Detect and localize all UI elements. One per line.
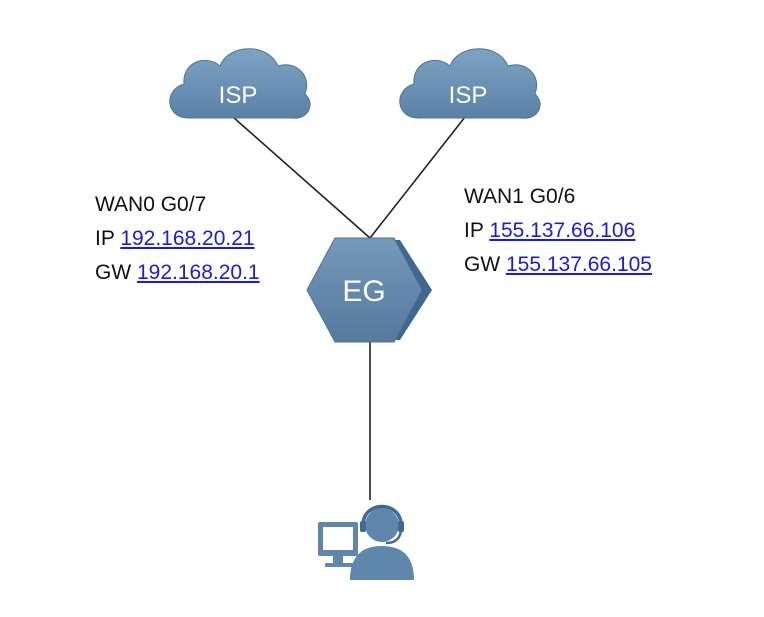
cloud-icon xyxy=(169,48,311,119)
isp-left-label: ISP xyxy=(219,82,258,109)
wan0-info: WAN0 G0/7 IP 192.168.20.21 GW 192.168.20… xyxy=(95,188,260,290)
wan0-gw-label: GW xyxy=(95,261,132,284)
cloud-icon xyxy=(399,48,541,119)
user-workstation-icon xyxy=(318,504,414,580)
wan1-gw-label: GW xyxy=(464,253,501,276)
wan0-gw-row: GW 192.168.20.1 xyxy=(95,256,260,290)
wan0-ip-link[interactable]: 192.168.20.21 xyxy=(120,227,255,250)
wan0-ip-row: IP 192.168.20.21 xyxy=(95,222,260,256)
wan0-title: WAN0 G0/7 xyxy=(95,193,207,216)
gateway-label: EG xyxy=(342,275,385,308)
link-isp-left-to-eg xyxy=(232,116,371,239)
wan1-title: WAN1 G0/6 xyxy=(464,185,576,208)
gateway-hexagon-icon xyxy=(306,237,423,343)
wan0-gw-link[interactable]: 192.168.20.1 xyxy=(137,261,260,284)
wan1-ip-row: IP 155.137.66.106 xyxy=(464,214,652,248)
isp-cloud-right: ISP xyxy=(399,48,541,119)
wan1-info: WAN1 G0/6 IP 155.137.66.106 GW 155.137.6… xyxy=(464,180,652,282)
wan1-gw-link[interactable]: 155.137.66.105 xyxy=(506,253,652,276)
wan1-ip-link[interactable]: 155.137.66.106 xyxy=(489,219,636,242)
isp-cloud-left: ISP xyxy=(169,48,311,119)
link-isp-right-to-eg xyxy=(369,116,466,239)
isp-right-label: ISP xyxy=(449,82,488,109)
wan0-ip-label: IP xyxy=(95,227,115,250)
wan1-ip-label: IP xyxy=(464,219,484,242)
user-workstation-node xyxy=(318,504,414,580)
eg-gateway-node: EG xyxy=(306,237,432,343)
wan1-gw-row: GW 155.137.66.105 xyxy=(464,248,652,282)
